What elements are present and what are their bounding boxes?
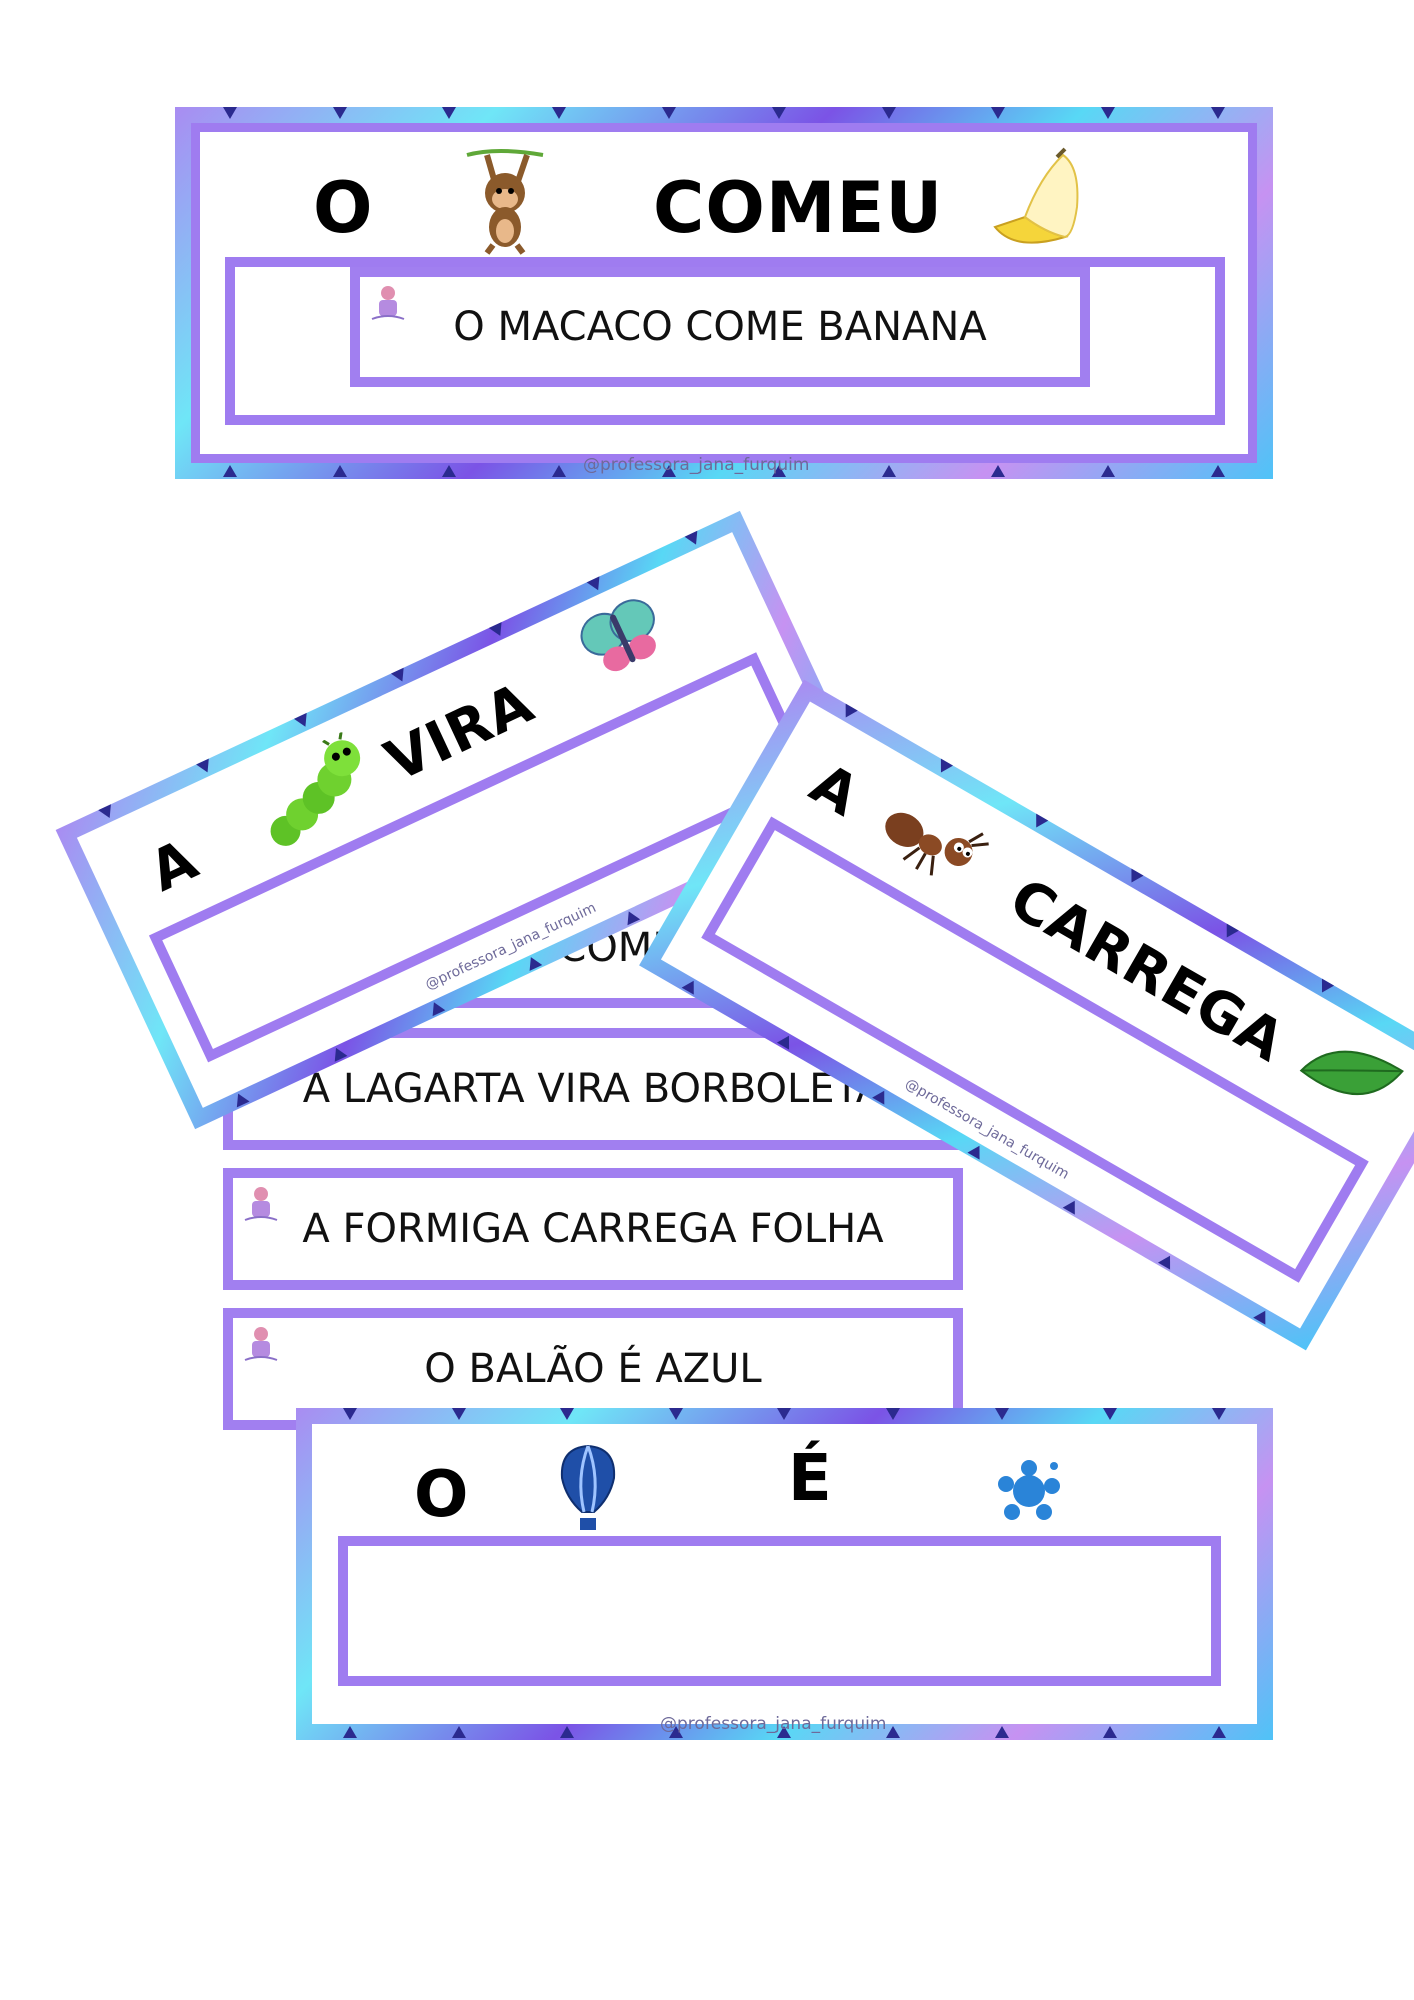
hot-air-balloon-icon <box>560 1444 616 1530</box>
frame-pattern <box>296 1408 1273 1422</box>
sentence-strip-formiga[interactable]: A FORMIGA CARREGA FOLHA <box>223 1168 963 1290</box>
blue-splash-icon <box>998 1460 1060 1520</box>
card-monkey[interactable]: O COMEU O MACACO COME BANANA @professora… <box>175 107 1273 479</box>
teacher-logo-icon <box>244 1327 278 1361</box>
card-balloon[interactable]: O É @professora_jana_furquim <box>296 1408 1273 1740</box>
strip-text: A FORMIGA CARREGA FOLHA <box>302 1206 884 1252</box>
caterpillar-icon <box>270 731 361 846</box>
ant-icon <box>885 812 989 876</box>
banana-icon <box>993 147 1079 244</box>
article-word: O <box>414 1458 470 1532</box>
verb-word: COMEU <box>653 167 944 249</box>
card-ant[interactable]: A CARREGA @professora_jana_furquim <box>639 679 1414 1351</box>
frame-pattern <box>296 1726 1273 1740</box>
teacher-logo-icon <box>371 286 405 320</box>
strip-text: O BALÃO É AZUL <box>424 1346 762 1392</box>
author-handle: @professora_jana_furquim <box>660 1714 887 1734</box>
butterfly-icon <box>580 599 656 672</box>
strip-text: A LAGARTA VIRA BORBOLETA <box>302 1066 884 1112</box>
verb-word: É <box>788 1442 833 1516</box>
strip-text: O MACACO COME BANANA <box>453 304 987 350</box>
sentence-strip-on-card[interactable]: O MACACO COME BANANA <box>350 267 1090 387</box>
frame-pattern <box>175 465 1273 479</box>
monkey-icon <box>466 149 544 255</box>
author-handle: @professora_jana_furquim <box>583 455 810 475</box>
leaf-icon <box>1299 1050 1404 1096</box>
frame-pattern <box>175 107 1273 121</box>
answer-box[interactable] <box>338 1536 1221 1686</box>
card-caterpillar[interactable]: A VIRA @professora_jana_furquim <box>55 510 880 1130</box>
article-word: O <box>313 167 374 249</box>
teacher-logo-icon <box>244 1187 278 1221</box>
